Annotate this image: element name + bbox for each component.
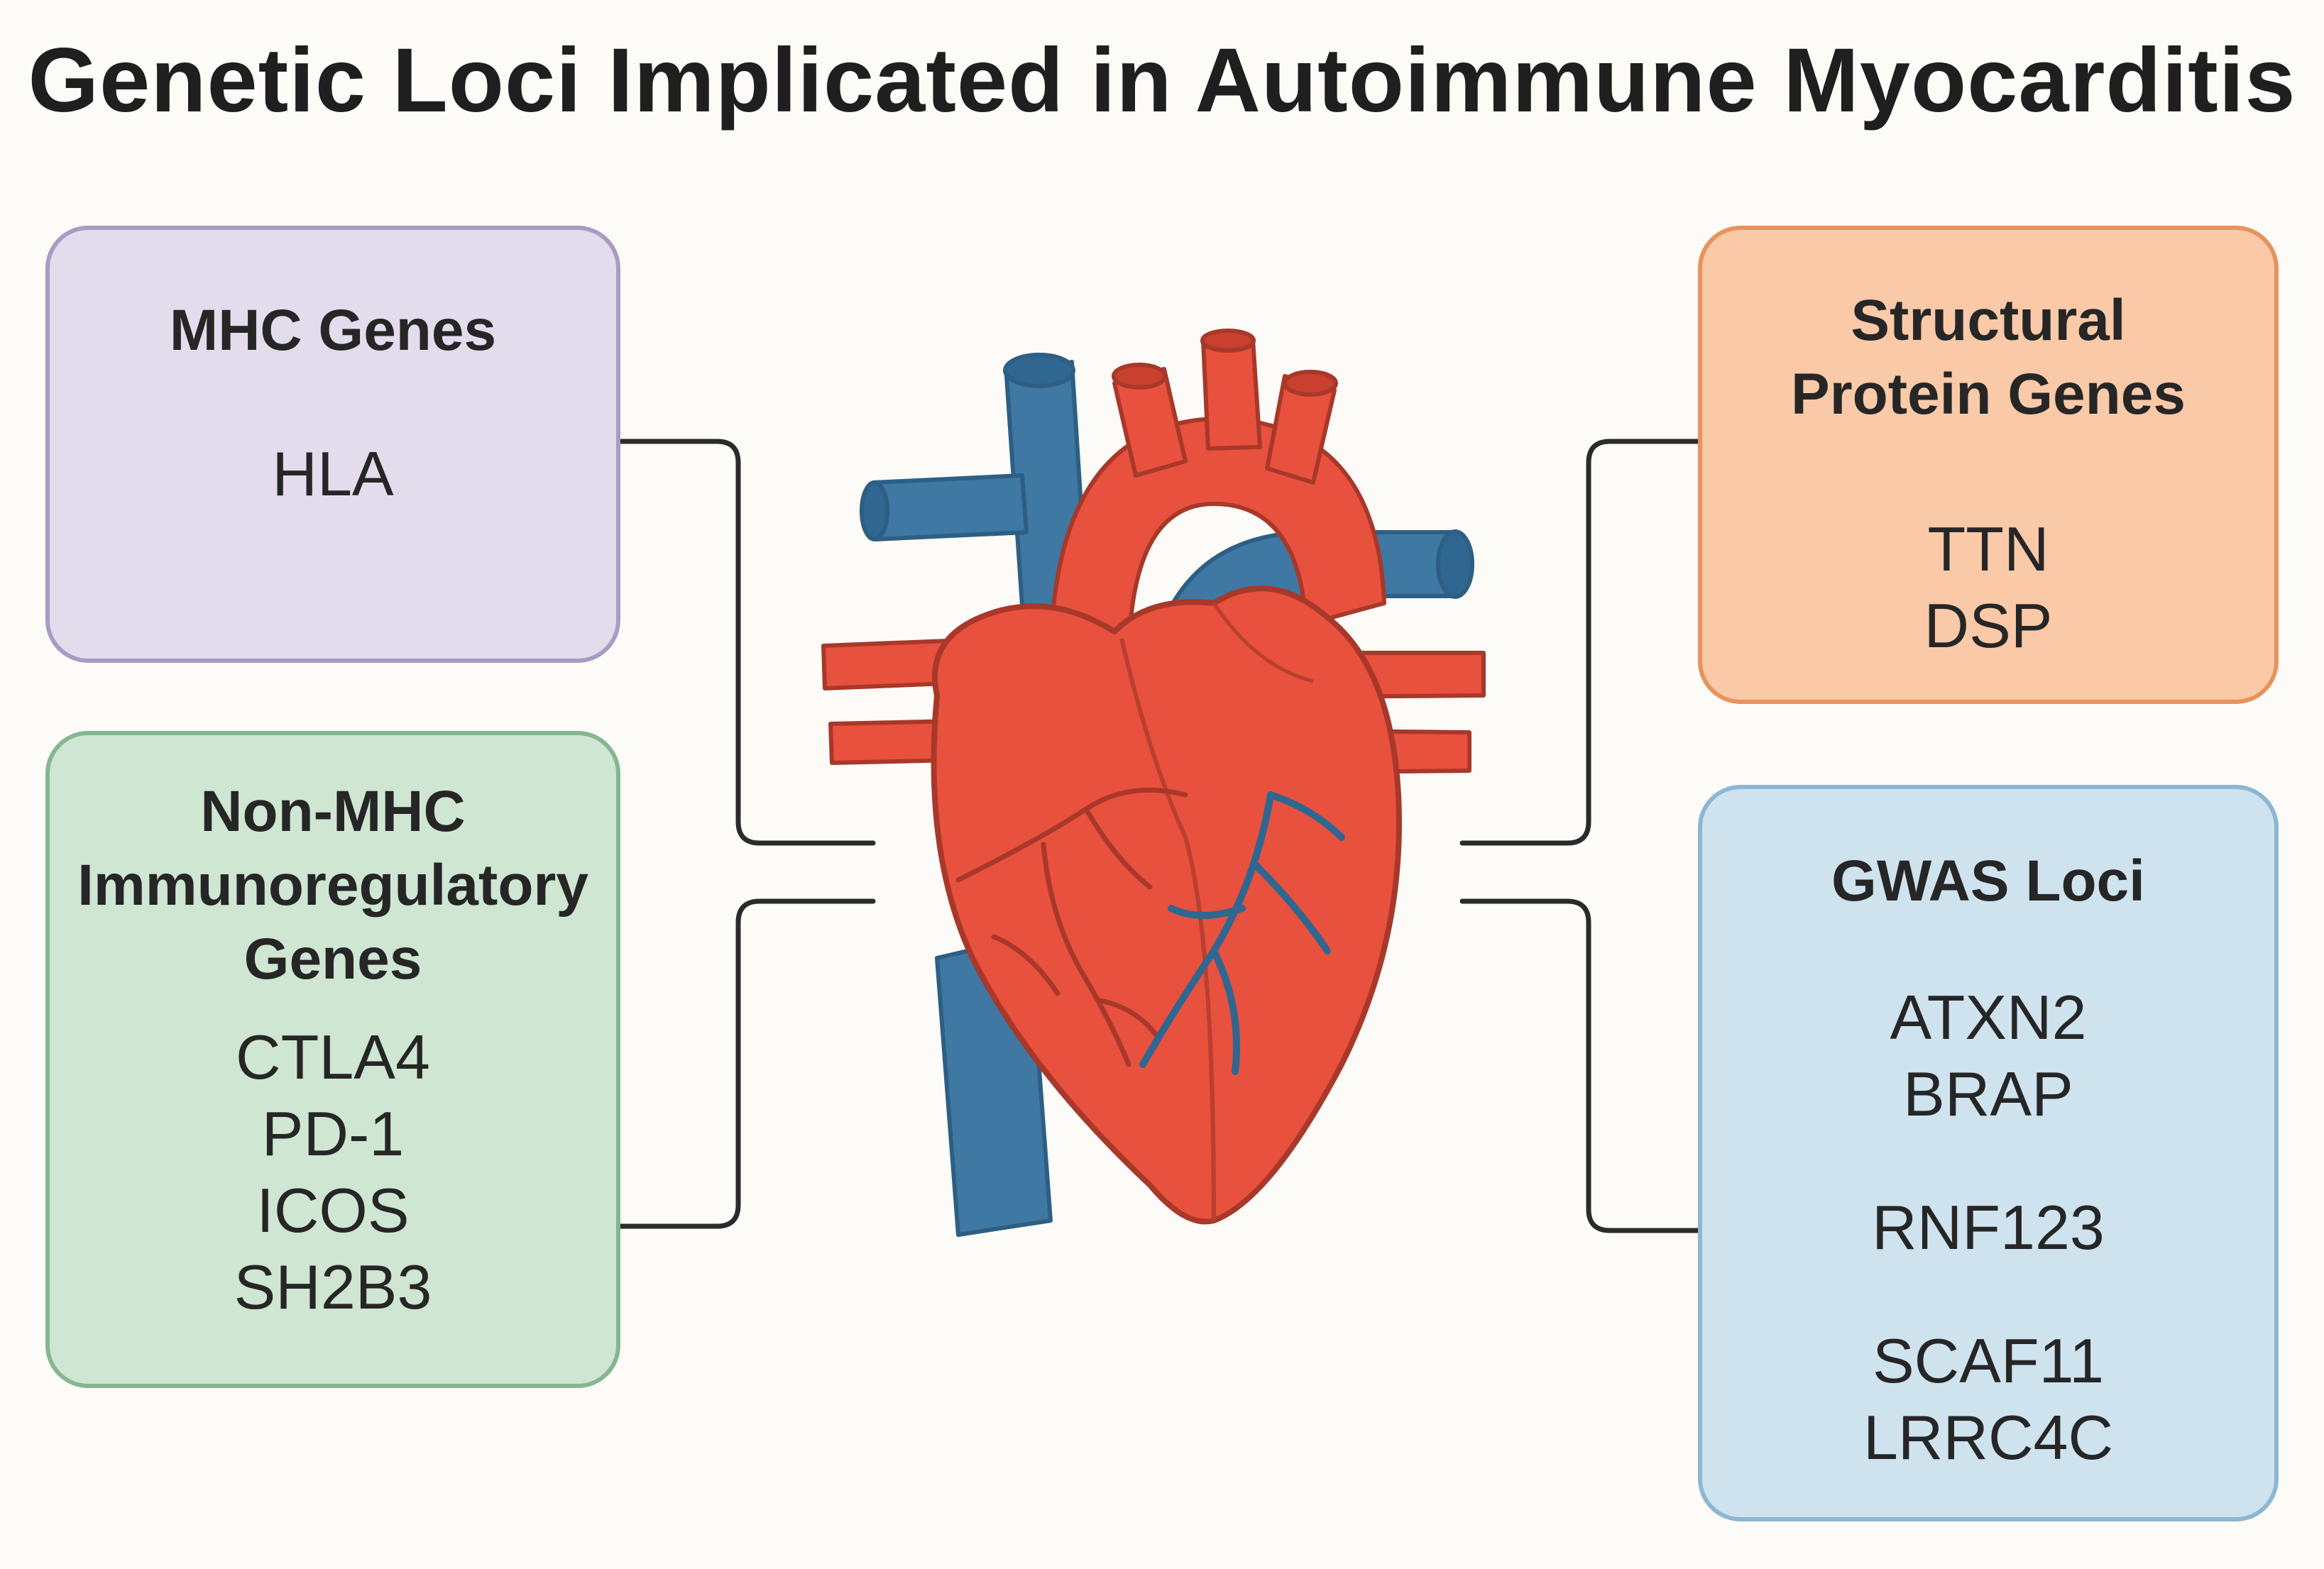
gene-label: SCAF11 <box>1872 1326 2105 1396</box>
heading-line: Immunoregulatory <box>77 853 588 918</box>
gene-label: CTLA4 <box>236 1022 430 1092</box>
gene-label: LRRC4C <box>1863 1402 2114 1472</box>
gene-label: RNF123 <box>1872 1192 2105 1262</box>
gwas-loci-heading: GWAS Loci <box>1831 849 2145 913</box>
gene-label: ICOS <box>256 1175 410 1245</box>
gwas-loci-list: ATXN2 BRAP RNF123 SCAF11 LRRC4C <box>1702 979 2274 1476</box>
non-mhc-genes-list: CTLA4 PD-1 ICOS SH2B3 <box>50 1019 616 1326</box>
gene-label: DSP <box>1924 590 2053 661</box>
connector-structural <box>1459 439 1701 846</box>
heading-line: Genes <box>243 927 422 991</box>
heading-line: Non-MHC <box>200 779 466 844</box>
connector-mhc <box>618 439 876 846</box>
gene-label: BRAP <box>1903 1059 2073 1129</box>
heading-line: Structural <box>1851 288 2126 353</box>
mhc-genes-heading: MHC Genes <box>169 298 497 363</box>
gwas-loci-box: GWAS Loci ATXN2 BRAP RNF123 SCAF11 LRRC4… <box>1698 785 2279 1521</box>
structural-protein-genes-heading: Structural Protein Genes <box>1702 284 2274 431</box>
gene-label: SH2B3 <box>234 1252 432 1322</box>
gene-label: ATXN2 <box>1890 982 2087 1052</box>
structural-protein-genes-box: Structural Protein Genes TTN DSP <box>1698 226 2279 704</box>
diagram-title: Genetic Loci Implicated in Autoimmune My… <box>28 30 2296 131</box>
heart-illustration <box>821 329 1486 1237</box>
non-mhc-genes-heading: Non-MHC Immunoregulatory Genes <box>50 775 616 996</box>
mhc-genes-box: MHC Genes HLA <box>45 226 620 663</box>
heading-line: Protein Genes <box>1791 362 2186 426</box>
heart-body-icon <box>931 585 1402 1225</box>
gene-label: HLA <box>272 439 394 509</box>
aortic-branch-2-icon <box>1201 337 1262 451</box>
gene-label: PD-1 <box>261 1099 405 1169</box>
structural-protein-genes-list: TTN DSP <box>1702 511 2274 664</box>
gene-label: TTN <box>1927 514 2049 584</box>
connector-non-mhc <box>618 898 876 1229</box>
connector-gwas <box>1459 898 1701 1233</box>
left-blue-branch-icon <box>871 473 1029 541</box>
non-mhc-genes-box: Non-MHC Immunoregulatory Genes CTLA4 PD-… <box>45 731 620 1388</box>
mhc-genes-list: HLA <box>50 436 616 512</box>
